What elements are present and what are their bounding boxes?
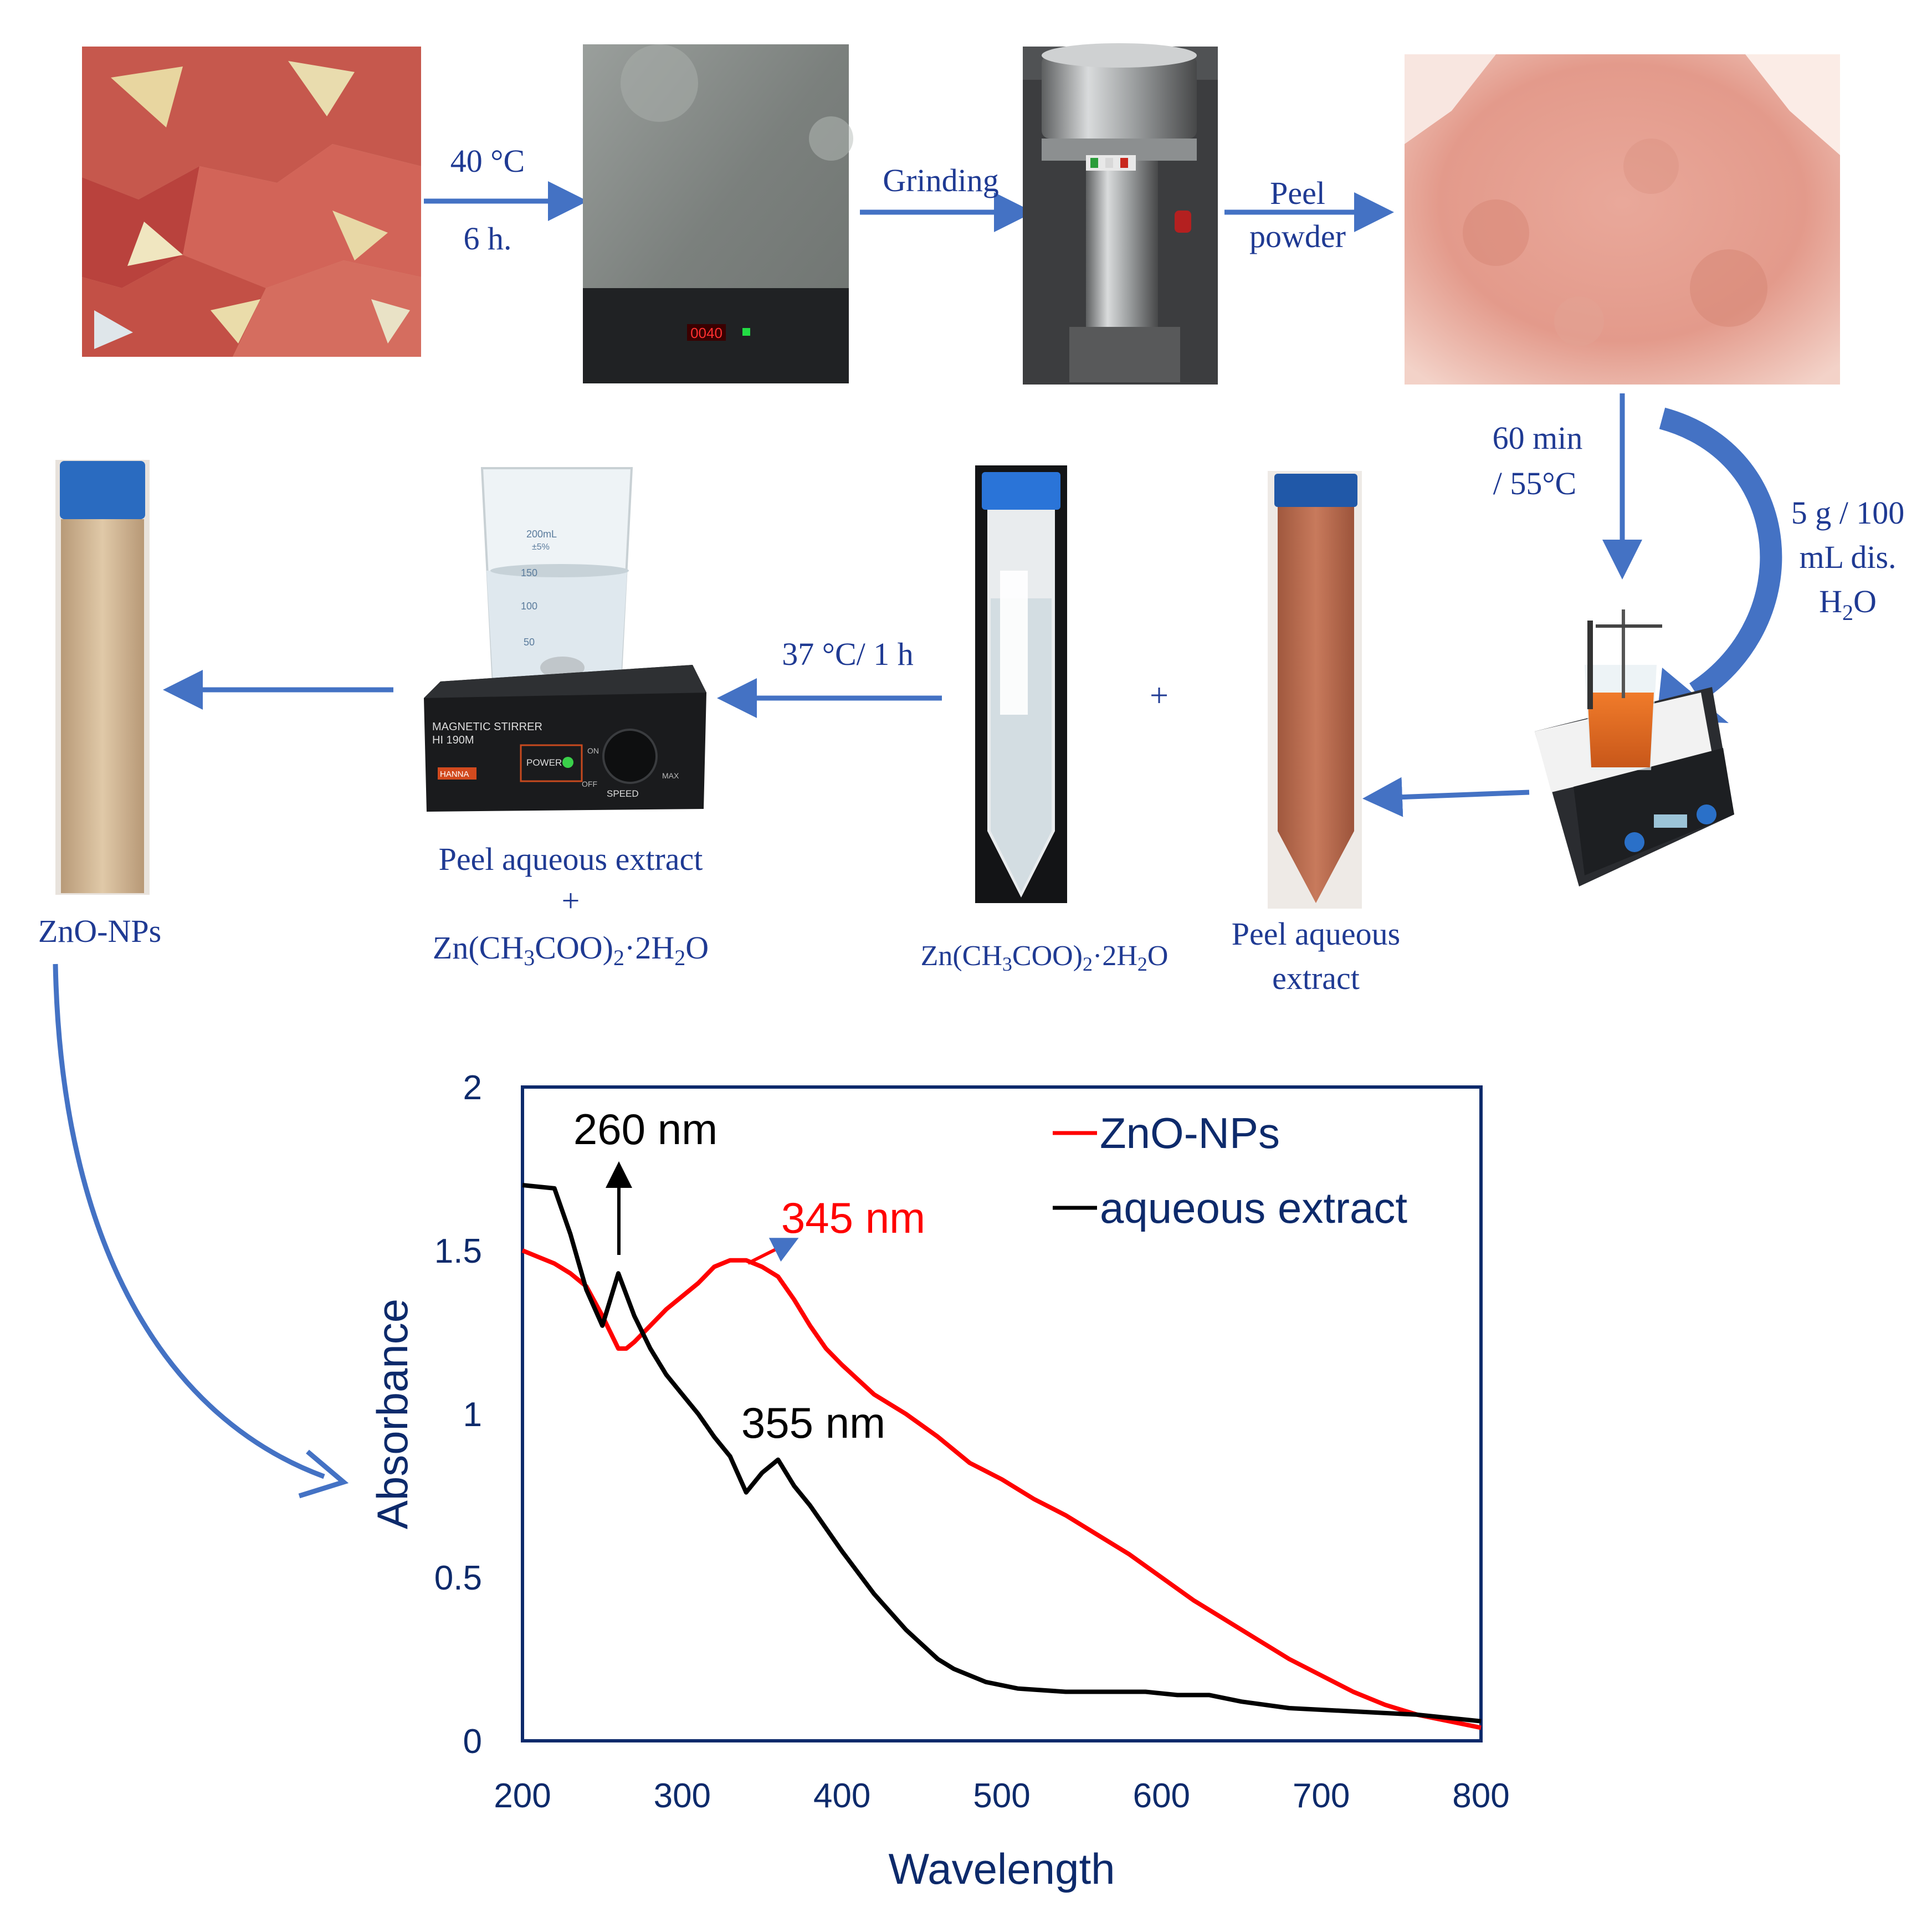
stirrer-on-text: ON	[587, 746, 599, 755]
stirrer-max-text: MAX	[662, 771, 679, 780]
characterization-arrow	[53, 963, 325, 1479]
annotation-345nm: 345 nm	[781, 1193, 925, 1242]
beaker-50-mark: 50	[524, 637, 535, 648]
y-tick-label: 0.5	[434, 1559, 482, 1597]
drying-time-label: 6 h.	[464, 221, 512, 257]
pomegranate-peels-photo	[82, 47, 421, 357]
ratio-label-2: mL dis.	[1799, 539, 1896, 575]
uv-vis-chart: 200 300 400 500 600 700 800 0 0.5 1 1.5 2 Waveleng…	[368, 1069, 1510, 1893]
x-axis-title: Wavelength	[888, 1844, 1115, 1893]
x-tick-label: 500	[973, 1777, 1030, 1815]
ratio-label-3: H2O	[1819, 583, 1877, 625]
x-axis-ticks: 200 300 400 500 600 700 800	[494, 1777, 1509, 1815]
beaker-tolerance-mark: ±5%	[532, 542, 550, 552]
extract-label-1: Peel aqueous	[1232, 916, 1400, 952]
characterization-arrowhead	[298, 1449, 349, 1499]
legend-label-extract: aqueous extract	[1100, 1183, 1407, 1232]
y-tick-label: 1	[463, 1396, 482, 1434]
drying-temp-label: 40 °C	[450, 143, 525, 179]
annotation-355nm: 355 nm	[741, 1398, 885, 1447]
heat-time-label: 60 min	[1493, 420, 1583, 456]
stirrer-model-text: HI 190M	[432, 734, 474, 746]
drying-oven-photo: 0040	[583, 44, 853, 383]
stirring-condition-label: 37 °C/ 1 h	[782, 636, 914, 672]
zno-nps-tube-photo	[55, 460, 150, 895]
plus-sign: +	[1150, 677, 1169, 714]
y-axis-ticks: 0 0.5 1 1.5 2	[434, 1069, 482, 1761]
stirrer-brand-text: MAGNETIC STIRRER	[432, 721, 542, 733]
legend-label-zno: ZnO-NPs	[1100, 1109, 1280, 1157]
x-tick-label: 600	[1133, 1777, 1190, 1815]
x-tick-label: 800	[1452, 1777, 1509, 1815]
x-tick-label: 700	[1293, 1777, 1350, 1815]
peel-powder-photo	[1405, 54, 1840, 385]
x-tick-label: 200	[494, 1777, 551, 1815]
ratio-curved-arrow	[1659, 407, 1782, 702]
plot-frame	[521, 1085, 1483, 1742]
stirrer-off-text: OFF	[582, 780, 597, 788]
oven-display: 0040	[690, 325, 722, 341]
grinder-photo	[1023, 43, 1218, 385]
grinding-label: Grinding	[883, 162, 998, 198]
legend: ZnO-NPs aqueous extract	[1053, 1109, 1407, 1232]
mixture-plus: +	[562, 883, 580, 919]
zinc-acetate-tube-photo	[975, 465, 1067, 903]
stirrer-speed-text: SPEED	[607, 788, 639, 799]
y-tick-label: 0	[463, 1723, 482, 1761]
x-tick-label: 400	[813, 1777, 870, 1815]
beaker-200-mark: 200mL	[526, 529, 557, 540]
beaker-150-mark: 150	[521, 567, 537, 578]
y-tick-label: 1.5	[434, 1232, 482, 1270]
peel-extract-tube-photo	[1268, 471, 1362, 909]
stirrer-maker-text: HANNA	[440, 770, 469, 779]
zinc-acetate-label: Zn(CH3COO)2·2H2O	[921, 940, 1169, 975]
mixture-label-3: Zn(CH3COO)2·2H2O	[433, 930, 709, 970]
series-line-zno-nps	[521, 1248, 1482, 1730]
beaker-100-mark: 100	[521, 601, 537, 612]
hotplate-stirrer-photo	[1535, 609, 1734, 886]
peel-powder-label-2: powder	[1249, 218, 1346, 254]
peel-powder-label-1: Peel	[1270, 175, 1325, 211]
series-line-aqueous-extract	[522, 1183, 1482, 1724]
zno-nps-label: ZnO-NPs	[38, 913, 161, 949]
extract-label-2: extract	[1272, 960, 1360, 996]
annotation-260nm: 260 nm	[573, 1105, 718, 1154]
stirrer-power-text: POWER	[526, 757, 562, 768]
ratio-label-1: 5 g / 100	[1791, 495, 1905, 531]
heat-temp-label: / 55°C	[1493, 465, 1577, 501]
x-tick-label: 300	[654, 1777, 711, 1815]
y-tick-label: 2	[463, 1069, 482, 1107]
mixture-label-1: Peel aqueous extract	[439, 841, 703, 877]
filtration-arrow	[1362, 777, 1530, 817]
magnetic-stirrer-photo: 200mL ±5% 150 100 50 MAGNETIC STIRRER HI…	[424, 467, 706, 812]
annotation-345nm-arrow	[747, 1238, 799, 1265]
y-axis-title: Absorbance	[368, 1299, 417, 1529]
series-lines	[521, 1183, 1482, 1730]
